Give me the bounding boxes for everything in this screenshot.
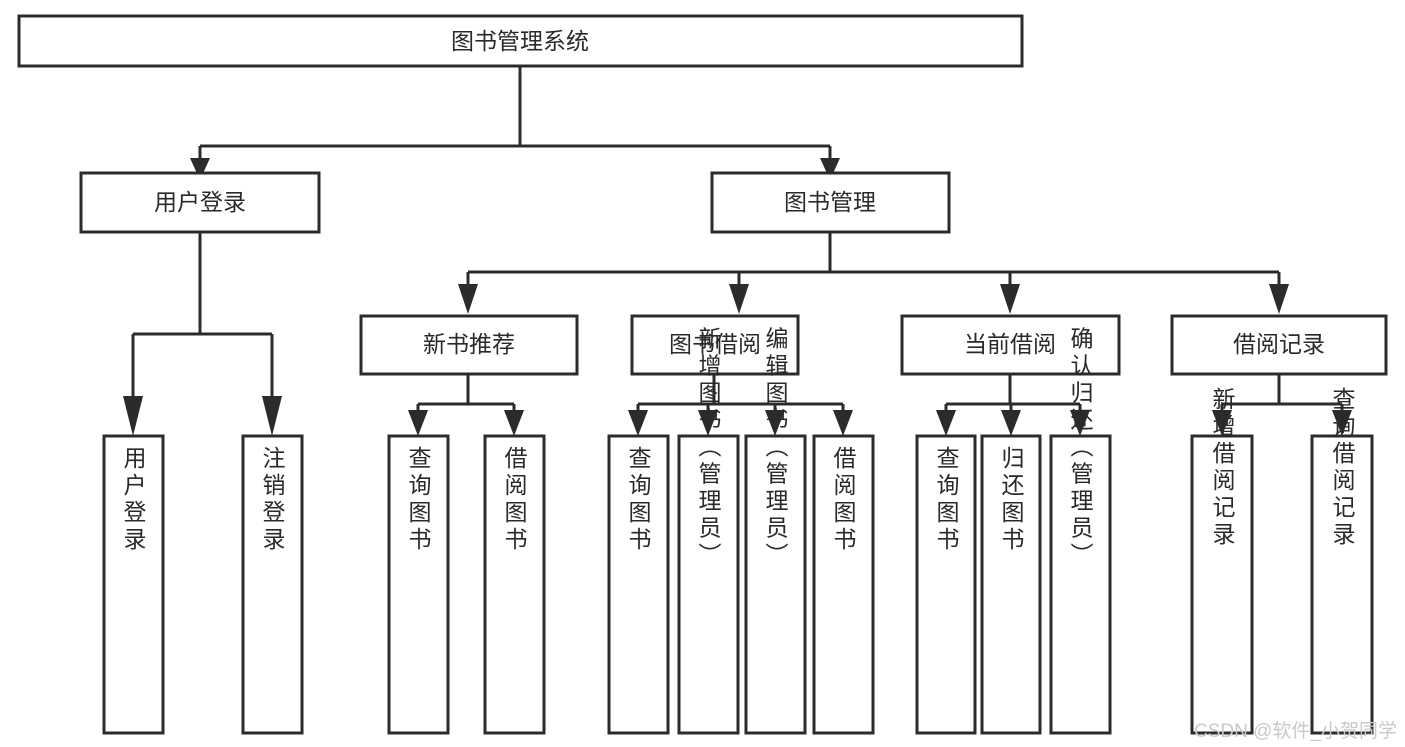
node-current-borrow-label: 当前借阅 xyxy=(964,331,1056,357)
node-borrow-record[interactable]: 借阅记录 xyxy=(1170,314,1388,376)
leaf-node-query-book-current[interactable]: 查询图书 xyxy=(915,434,977,735)
node-user-login[interactable]: 用户登录 xyxy=(79,171,321,234)
arrowhead-leaf-query-book-1 xyxy=(408,410,428,436)
arrowhead-new-book-recommend xyxy=(458,284,478,314)
node-current-borrow[interactable]: 当前借阅 xyxy=(900,314,1121,376)
leaf-node-borrow-book-recommend-box[interactable] xyxy=(483,434,546,735)
arrowhead-leaf-borrow-book-1 xyxy=(504,410,524,436)
edge-book-manage-to-level3 xyxy=(466,232,1281,286)
leaf-node-user-login-box[interactable] xyxy=(102,434,165,735)
leaf-node-add-borrow-record[interactable]: 新增借阅记录 xyxy=(1190,387,1254,735)
leaf-node-return-book-label: 归还图书 xyxy=(998,446,1025,554)
leaf-node-return-book-box[interactable] xyxy=(980,434,1042,735)
leaf-node-confirm-return-box[interactable] xyxy=(1049,434,1112,735)
arrowhead-borrow-record xyxy=(1269,284,1289,314)
node-new-book-recommend-box[interactable] xyxy=(359,314,579,376)
node-book-borrow-box[interactable] xyxy=(630,314,800,376)
leaf-node-query-borrow-record-label: 查询借阅记录 xyxy=(1329,387,1356,549)
leaf-node-confirm-return-label: 确认归还（管理员） xyxy=(1067,327,1094,570)
arrowhead-leaf-borrow-book-2 xyxy=(833,410,853,436)
node-root-box[interactable] xyxy=(17,14,1024,68)
arrowhead-current-borrow xyxy=(1000,284,1020,314)
arrowhead-leaf-add-book xyxy=(698,410,718,436)
arrowhead-leaf-return-book xyxy=(1001,410,1021,436)
leaf-node-logout-login-box[interactable] xyxy=(241,434,304,735)
edge-user-login-to-leaves xyxy=(131,232,274,398)
node-current-borrow-box[interactable] xyxy=(900,314,1121,376)
leaf-node-add-borrow-record-box[interactable] xyxy=(1190,434,1254,735)
arrowhead-leaf-query-book-3 xyxy=(936,410,956,436)
leaf-node-borrow-book-recommend[interactable]: 借阅图书 xyxy=(483,434,546,735)
node-root[interactable]: 图书管理系统 xyxy=(17,14,1024,68)
node-new-book-recommend-label: 新书推荐 xyxy=(423,331,515,357)
node-user-login-label: 用户登录 xyxy=(154,189,246,215)
leaf-node-query-book-current-box[interactable] xyxy=(915,434,977,735)
leaf-node-confirm-return[interactable]: 确认归还（管理员） xyxy=(1049,327,1112,735)
leaf-node-edit-book-box[interactable] xyxy=(744,434,807,735)
edge-new-book-recommend-to-leaves xyxy=(416,374,516,412)
arrowhead-user-login xyxy=(190,158,210,180)
arrowhead-leaf-confirm-return xyxy=(1070,410,1090,436)
leaf-node-edit-book[interactable]: 编辑图书（管理员） xyxy=(744,327,807,735)
arrowhead-book-borrow xyxy=(729,284,749,314)
leaf-node-query-borrow-record-box[interactable] xyxy=(1310,434,1374,735)
leaf-node-add-book-box[interactable] xyxy=(677,434,740,735)
leaf-node-return-book[interactable]: 归还图书 xyxy=(980,434,1042,735)
edges-layer xyxy=(123,66,1352,436)
leaf-node-query-book-current-label: 查询图书 xyxy=(933,446,960,554)
leaf-node-user-login-label: 用户登录 xyxy=(120,446,147,554)
node-root-label: 图书管理系统 xyxy=(451,28,589,54)
arrowhead-book-manage xyxy=(820,158,840,180)
node-book-borrow-label: 图书借阅 xyxy=(669,331,761,357)
leaf-node-query-book-borrow[interactable]: 查询图书 xyxy=(607,434,670,735)
leaf-node-add-book-label: 新增图书（管理员） xyxy=(695,327,722,570)
arrowhead-leaf-query-record xyxy=(1332,410,1352,436)
edge-book-borrow-to-leaves xyxy=(636,374,845,412)
arrowhead-leaf-add-record xyxy=(1212,410,1232,436)
node-book-manage-label: 图书管理 xyxy=(784,189,876,215)
leaf-node-logout-login[interactable]: 注销登录 xyxy=(241,434,304,735)
leaf-node-user-login[interactable]: 用户登录 xyxy=(102,434,165,735)
arrowhead-leaf-query-book-2 xyxy=(628,410,648,436)
edge-borrow-record-to-leaves xyxy=(1220,374,1344,412)
edge-current-borrow-to-leaves xyxy=(944,374,1082,412)
leaf-node-borrow-book[interactable]: 借阅图书 xyxy=(812,434,875,735)
leaf-node-borrow-book-label: 借阅图书 xyxy=(830,446,857,554)
leaf-node-query-book-borrow-label: 查询图书 xyxy=(625,446,652,554)
leaf-node-add-borrow-record-label: 新增借阅记录 xyxy=(1209,387,1236,549)
leaf-node-query-book-recommend[interactable]: 查询图书 xyxy=(387,434,450,735)
leaf-node-borrow-book-box[interactable] xyxy=(812,434,875,735)
leaf-node-query-book-borrow-box[interactable] xyxy=(607,434,670,735)
arrowhead-leaf-edit-book xyxy=(765,410,785,436)
node-new-book-recommend[interactable]: 新书推荐 xyxy=(359,314,579,376)
leaf-node-query-book-recommend-box[interactable] xyxy=(387,434,450,735)
node-borrow-record-box[interactable] xyxy=(1170,314,1388,376)
node-user-login-box[interactable] xyxy=(79,171,321,234)
arrowhead-leaf-user-login xyxy=(123,396,143,436)
node-book-manage-box[interactable] xyxy=(710,171,951,234)
csdn-watermark: CSDN @软件_小贺同学 xyxy=(1194,721,1397,742)
node-borrow-record-label: 借阅记录 xyxy=(1233,331,1325,357)
leaf-node-query-borrow-record[interactable]: 查询借阅记录 xyxy=(1310,387,1374,735)
leaf-node-add-book[interactable]: 新增图书（管理员） xyxy=(677,327,740,735)
leaf-node-query-book-recommend-label: 查询图书 xyxy=(405,446,432,554)
edge-root-to-level2 xyxy=(198,66,832,160)
leaf-node-edit-book-label: 编辑图书（管理员） xyxy=(762,327,789,570)
leaf-node-borrow-book-recommend-label: 借阅图书 xyxy=(501,446,528,554)
node-book-manage[interactable]: 图书管理 xyxy=(710,171,951,234)
leaf-node-logout-login-label: 注销登录 xyxy=(259,446,286,554)
node-book-borrow[interactable]: 图书借阅 xyxy=(630,314,800,376)
arrowhead-leaf-logout-login xyxy=(262,396,282,436)
